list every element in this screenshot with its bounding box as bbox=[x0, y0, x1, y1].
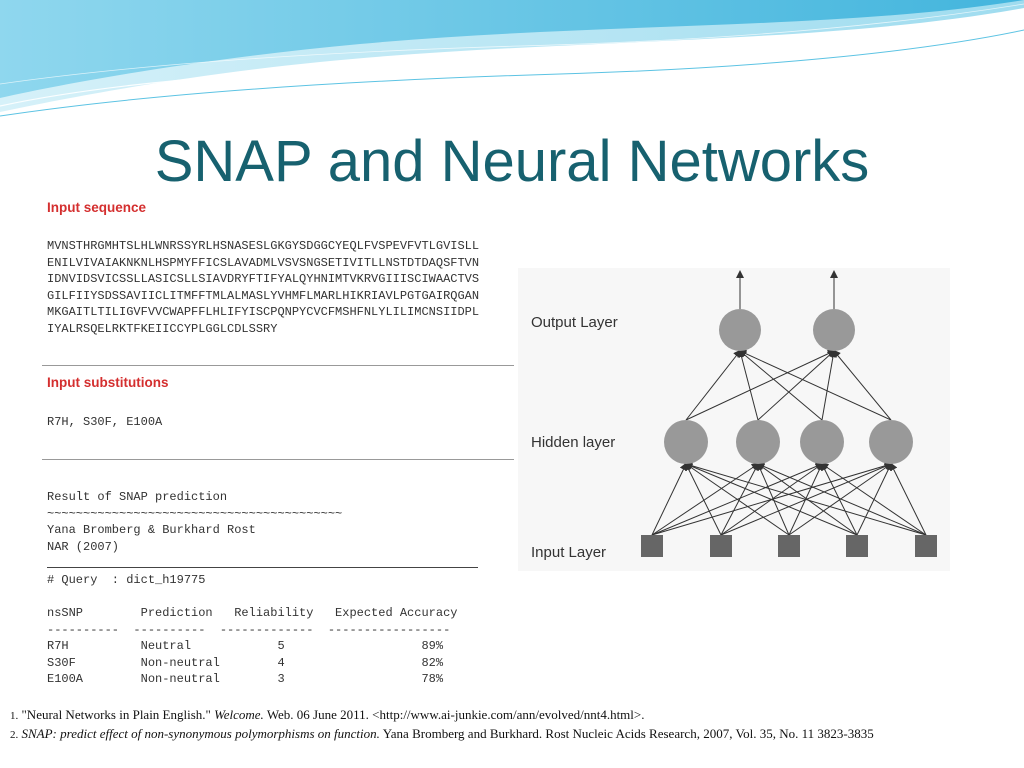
sequence-line: IDNVIDSVICSSLLASICSLLSIAVDRYFTIFYALQYHNI… bbox=[47, 272, 480, 286]
query-text: # Query : dict_h19775 bbox=[47, 573, 206, 587]
hidden-node bbox=[664, 420, 708, 464]
authors-text: Yana Bromberg & Burkhard Rost bbox=[47, 523, 256, 537]
sequence-line: ENILVIVAIAKNKNLHSPMYFFICSLAVADMLVSVSNGSE… bbox=[47, 255, 480, 270]
sequence-line: MVNSTHRGMHTSLHLWNRSSYRLHSNASESLGKGYSDGGC… bbox=[47, 239, 480, 253]
footnote-1: 1. "Neural Networks in Plain English." W… bbox=[10, 706, 1015, 725]
input-node bbox=[641, 535, 663, 557]
slide-title: SNAP and Neural Networks bbox=[154, 129, 870, 194]
input-substitutions-heading: Input substitutions bbox=[47, 375, 169, 390]
section-divider bbox=[42, 365, 514, 366]
output-layer-label: Output Layer bbox=[531, 314, 618, 331]
input-hidden-edge bbox=[651, 462, 688, 536]
hidden-node bbox=[869, 420, 913, 464]
hidden-output-edge bbox=[738, 349, 892, 421]
input-hidden-edge bbox=[756, 462, 927, 536]
table-header: nsSNP Prediction Reliability Expected Ac… bbox=[47, 606, 458, 620]
header-wave-decoration bbox=[0, 0, 1024, 117]
input-hidden-edge bbox=[820, 462, 927, 536]
table-row: R7H Neutral 5 89% bbox=[47, 639, 444, 653]
input-node bbox=[846, 535, 868, 557]
footnote-number: 1. bbox=[10, 710, 19, 722]
input-layer-label: Input Layer bbox=[531, 544, 607, 561]
table-row: S30F Non-neutral 4 82% bbox=[47, 655, 444, 670]
substitutions-text: R7H, S30F, E100A bbox=[47, 415, 163, 429]
footnote-italic: Welcome. bbox=[214, 707, 264, 722]
result-divider bbox=[47, 567, 478, 568]
table-row: E100A Non-neutral 3 78% bbox=[47, 672, 444, 686]
input-hidden-edge bbox=[684, 462, 790, 536]
hidden-output-edge bbox=[737, 349, 759, 421]
footnote-text: "Neural Networks in Plain English." bbox=[21, 707, 211, 722]
hidden-output-edge bbox=[685, 349, 836, 421]
sequence-line: MKGAITLTILIGVFVVCWAPFFLHLIFYISCPQNPYCVCF… bbox=[47, 305, 480, 319]
footnote-2: 2. SNAP: predict effect of non-synonymou… bbox=[10, 725, 1015, 744]
input-hidden-edge bbox=[684, 462, 858, 536]
input-hidden-edge bbox=[821, 462, 858, 536]
footnote-number: 2. bbox=[10, 729, 19, 741]
input-hidden-edge bbox=[756, 462, 790, 536]
footnotes: 1. "Neural Networks in Plain English." W… bbox=[10, 706, 1015, 744]
input-hidden-edge bbox=[651, 462, 760, 536]
hidden-layer-label: Hidden layer bbox=[531, 434, 616, 451]
journal-text: NAR (2007) bbox=[47, 539, 120, 554]
hidden-output-edge bbox=[757, 349, 836, 421]
neural-network-svg bbox=[641, 270, 937, 557]
hidden-node bbox=[736, 420, 780, 464]
hidden-output-edge bbox=[821, 349, 837, 421]
input-hidden-edge bbox=[720, 462, 759, 536]
hidden-output-edge bbox=[685, 349, 742, 421]
hidden-output-edge bbox=[738, 349, 823, 421]
output-node bbox=[813, 309, 855, 351]
hidden-node bbox=[800, 420, 844, 464]
output-node bbox=[719, 309, 761, 351]
input-sequence-heading: Input sequence bbox=[47, 200, 147, 215]
input-node bbox=[915, 535, 937, 557]
tilde-line: ~~~~~~~~~~~~~~~~~~~~~~~~~~~~~~~~~~~~~~~~… bbox=[47, 506, 343, 521]
table-dashes: ---------- ---------- ------------- ----… bbox=[47, 622, 451, 637]
input-hidden-edge bbox=[890, 462, 927, 536]
section-divider bbox=[42, 459, 514, 460]
footnote-text: Yana Bromberg and Burkhard. Rost Nucleic… bbox=[382, 726, 874, 741]
input-hidden-edge bbox=[684, 461, 927, 536]
input-node bbox=[778, 535, 800, 557]
sequence-line: IYALRSQELRKTFKEIICCYPLGGLCDLSSRY bbox=[47, 321, 278, 336]
footnote-text: Web. 06 June 2011. <http://www.ai-junkie… bbox=[266, 707, 645, 722]
footnote-italic: SNAP: predict effect of non-synonymous p… bbox=[21, 726, 380, 741]
hidden-output-edge bbox=[832, 349, 892, 421]
input-hidden-edge bbox=[685, 462, 722, 536]
sequence-line: GILFIIYSDSSAVIICLITMFFTMLALMASLYVHMFLMAR… bbox=[47, 288, 480, 303]
result-title: Result of SNAP prediction bbox=[47, 490, 228, 504]
neural-network-diagram: Output Layer Hidden layer Input Layer bbox=[518, 268, 950, 571]
input-node bbox=[710, 535, 732, 557]
snap-result-panel: Input sequence MVNSTHRGMHTSLHLWNRSSYRLHS… bbox=[42, 196, 514, 700]
